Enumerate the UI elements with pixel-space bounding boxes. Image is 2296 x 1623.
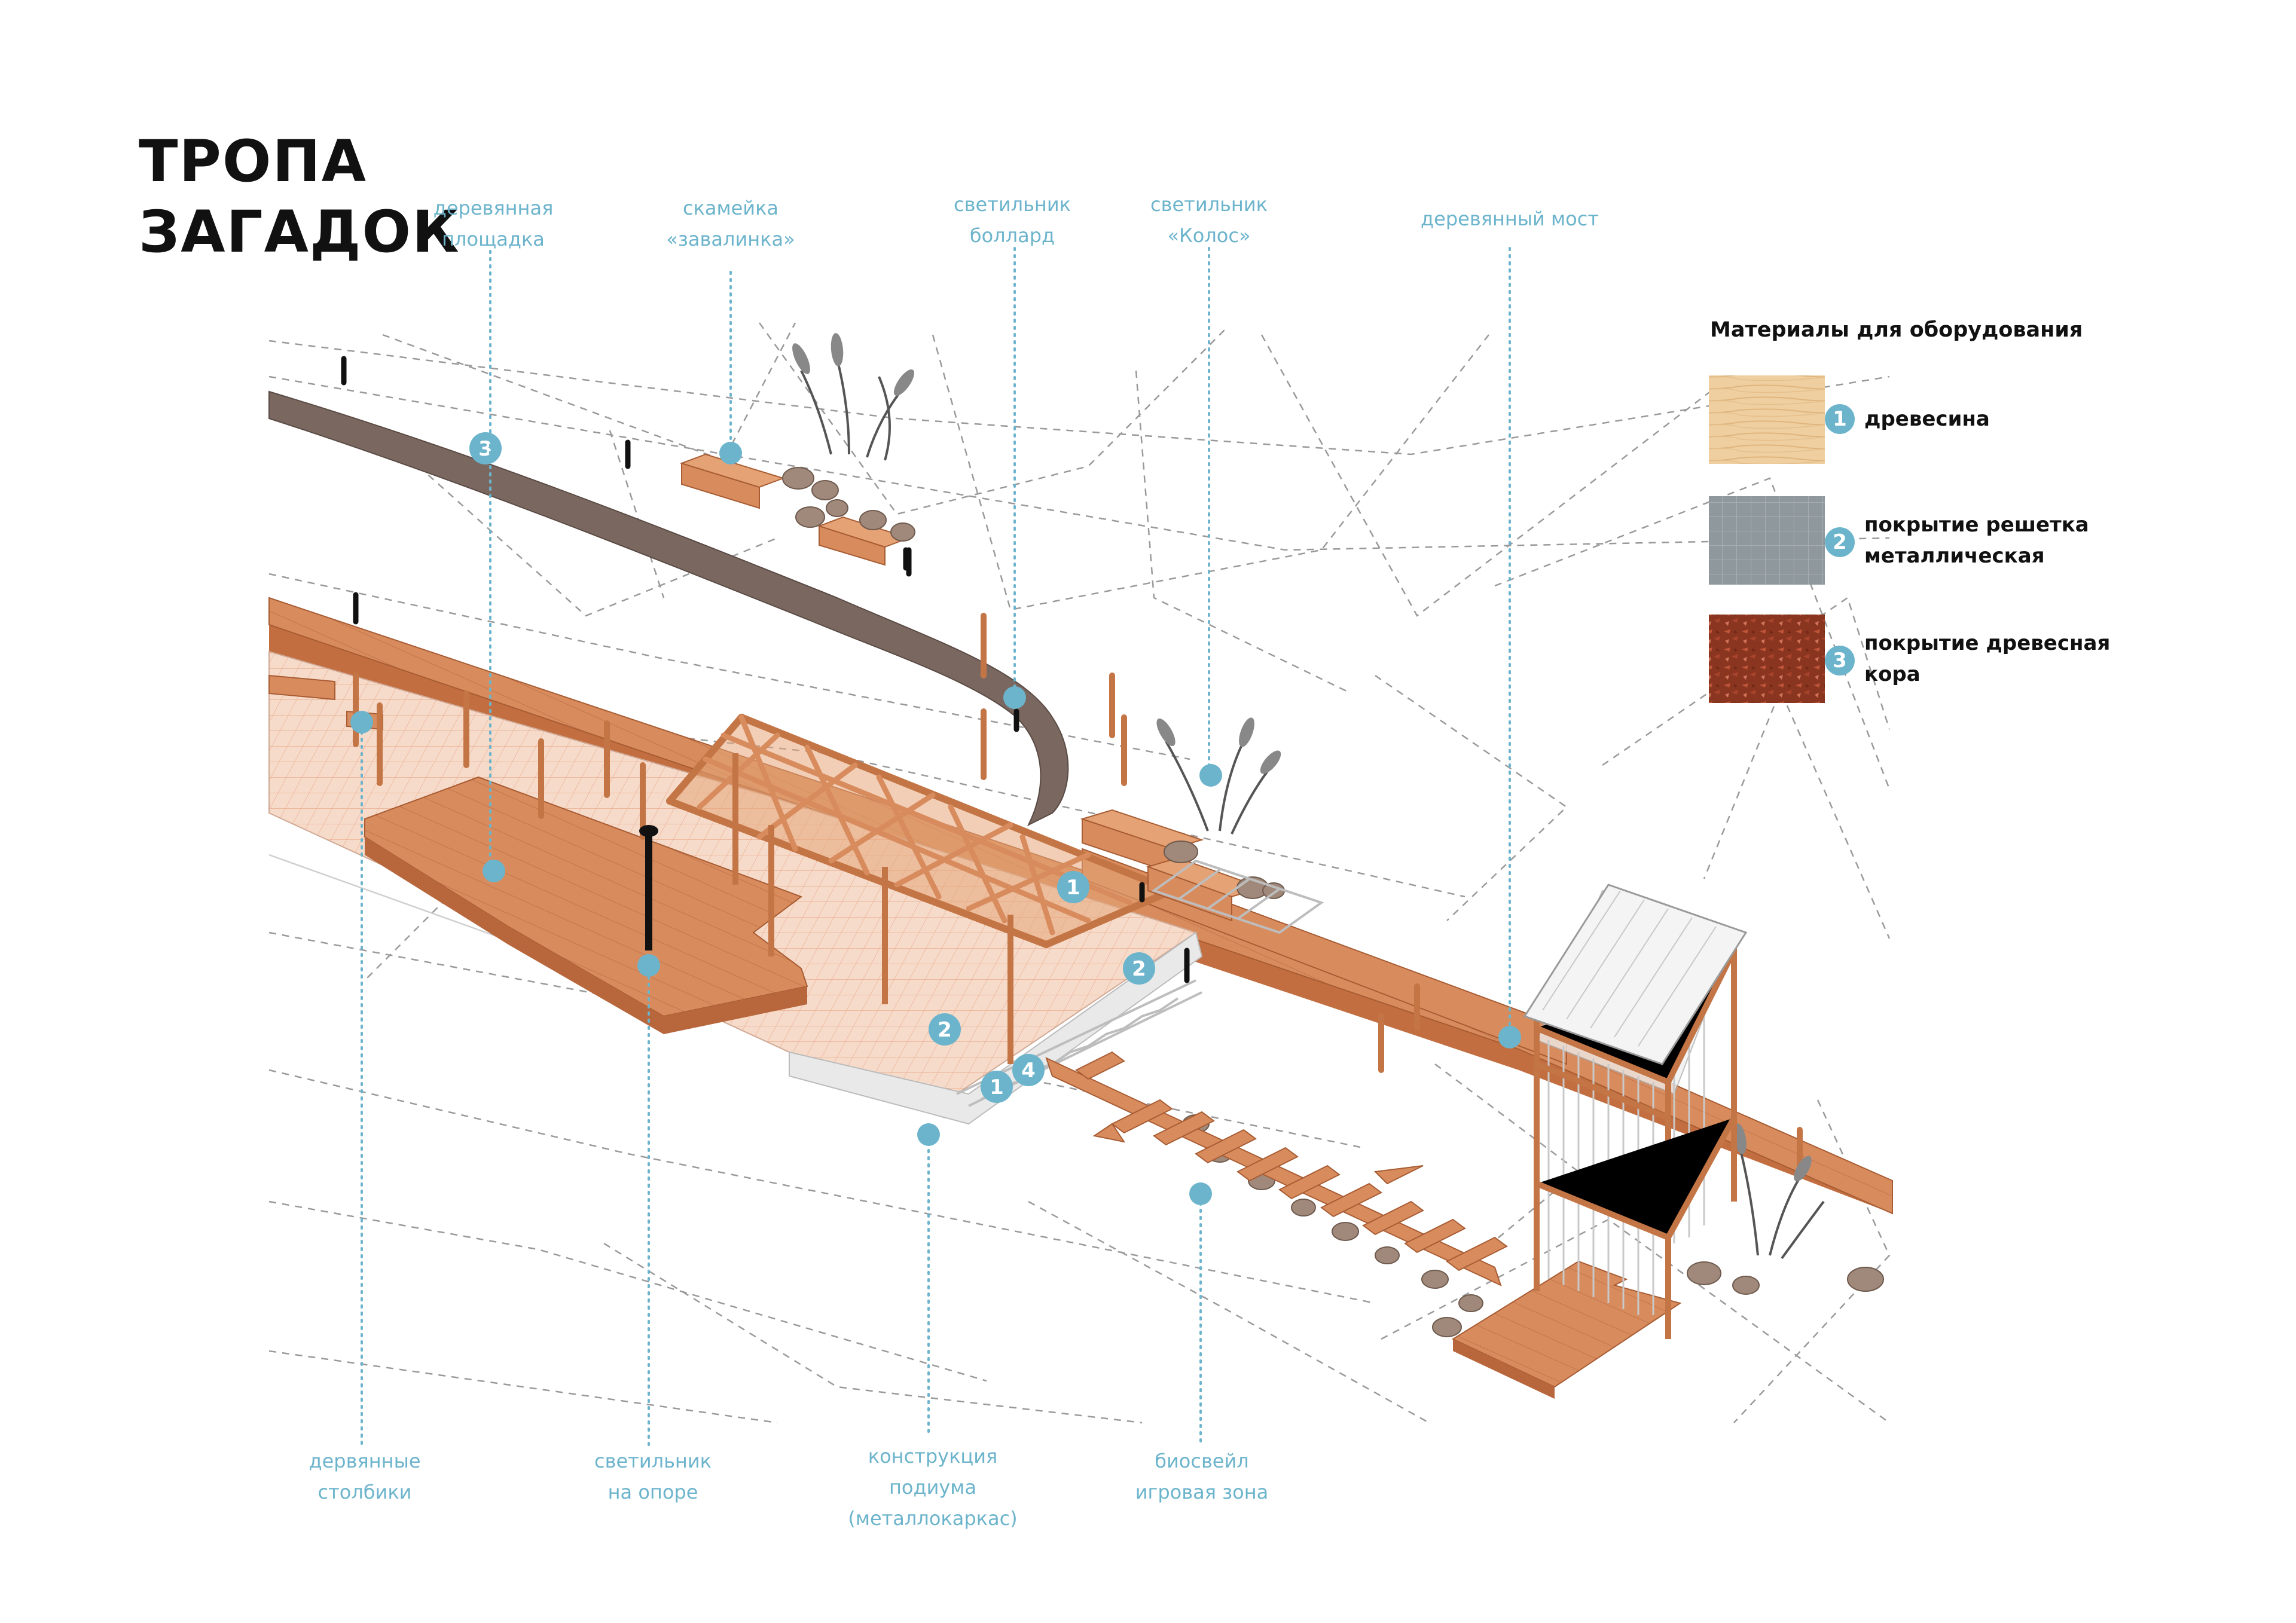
page-title-line-1: ТРОПА: [139, 128, 368, 195]
marker-1-beams: 1: [981, 1071, 1013, 1103]
svg-text:2: 2: [1132, 957, 1146, 981]
swatch-wood: [1709, 375, 1825, 464]
marker-2-grid: 2: [929, 1013, 961, 1046]
marker-4: 4: [1012, 1054, 1045, 1086]
label-kolos-light: светильник«Колос»: [1150, 193, 1268, 247]
kolos-lights: [800, 358, 1825, 1260]
page-title-line-2: ЗАГАДОК: [139, 198, 460, 265]
legend-label: древесина: [1864, 407, 1990, 431]
observation-tower: [1523, 884, 1748, 1339]
svg-text:1: 1: [990, 1075, 1004, 1099]
pergola: [666, 714, 1176, 1064]
svg-text:4: 4: [1021, 1059, 1036, 1083]
label-zavalinka-bench: скамейка«завалинка»: [666, 197, 795, 250]
bollard-lights: [341, 356, 1190, 983]
pole-light: [639, 825, 658, 950]
svg-text:1: 1: [1066, 876, 1080, 900]
marker-3: 3: [469, 432, 502, 464]
swatch-metal-grate: [1709, 496, 1825, 585]
diagram-markers: 3 1 2 2 1 4: [469, 432, 1155, 1103]
svg-text:3: 3: [478, 437, 493, 461]
marker-2-boardwalk: 2: [1123, 952, 1155, 985]
legend-swatches: [1709, 375, 1825, 703]
legend-number-badge: 1: [1825, 404, 1855, 434]
bioswale-beams: [1045, 1051, 1508, 1286]
swatch-bark-mulch: [1709, 615, 1825, 703]
leader-lines: [361, 247, 1511, 1448]
marker-1-pergola: 1: [1057, 871, 1089, 903]
bridge-landing: [1451, 1260, 1682, 1399]
legend-item-wood: 1 древесина: [1709, 375, 2127, 471]
legend-number-badge: 3: [1825, 646, 1855, 676]
legend-number-badge: 2: [1825, 527, 1855, 557]
leader-dots: [350, 442, 1521, 1205]
svg-text:2: 2: [938, 1018, 952, 1042]
label-wooden-bridge: деревянный мост: [1421, 207, 1599, 230]
legend-title: Материалы для оборудования: [1710, 318, 2083, 342]
bark-path: [268, 390, 1069, 827]
